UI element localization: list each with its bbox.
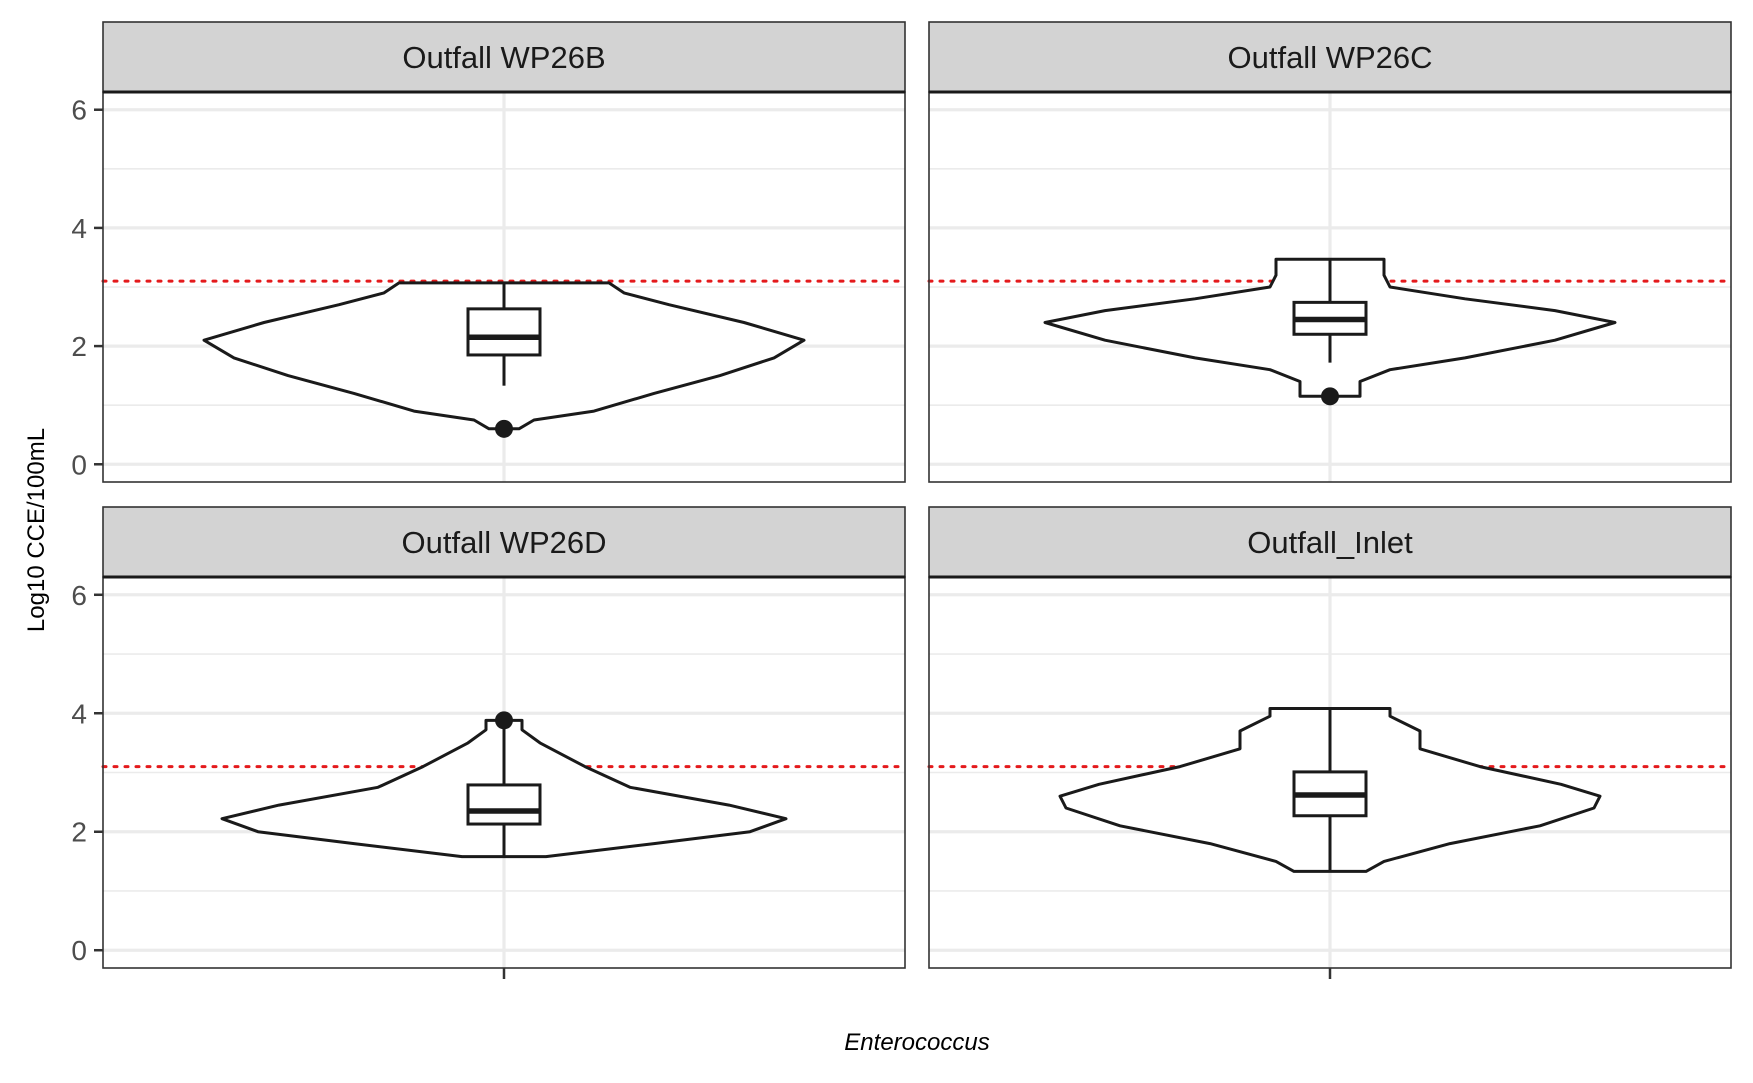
box-iqr <box>466 783 542 826</box>
strip-label: Outfall_Inlet <box>1247 525 1413 560</box>
y-tick-label: 6 <box>71 95 87 126</box>
strip-label: Outfall WP26D <box>401 525 606 560</box>
outlier-point <box>495 419 513 438</box>
strip-label: Outfall WP26B <box>402 40 605 75</box>
outlier-point <box>495 711 513 730</box>
panel-2: Outfall WP26C <box>927 21 1733 483</box>
y-tick-label: 4 <box>71 213 87 244</box>
strip-background <box>928 506 1732 578</box>
y-tick-label: 2 <box>71 817 87 848</box>
panels: Outfall WP26B 0 2 4 6 Outfall WP26C Outfall WP… <box>71 21 1733 979</box>
strip-background <box>102 506 906 578</box>
box-iqr <box>466 307 542 357</box>
y-tick-label: 0 <box>71 935 87 966</box>
strip-background <box>928 21 1732 93</box>
strip-label: Outfall WP26C <box>1227 40 1432 75</box>
y-tick-label: 4 <box>71 698 87 729</box>
y-axis-title: Log10 CCE/100mL <box>23 428 50 632</box>
x-axis-title: Enterococcus <box>844 1029 989 1056</box>
strip-background <box>102 21 906 93</box>
y-tick-label: 2 <box>71 331 87 362</box>
panel-4: Outfall_Inlet <box>927 506 1733 979</box>
panel-3: Outfall WP26D 0 2 4 6 <box>71 506 907 979</box>
y-tick-label: 0 <box>71 449 87 480</box>
panel-1: Outfall WP26B 0 2 4 6 <box>71 21 907 483</box>
outlier-point <box>1321 387 1339 406</box>
y-tick-label: 6 <box>71 580 87 611</box>
